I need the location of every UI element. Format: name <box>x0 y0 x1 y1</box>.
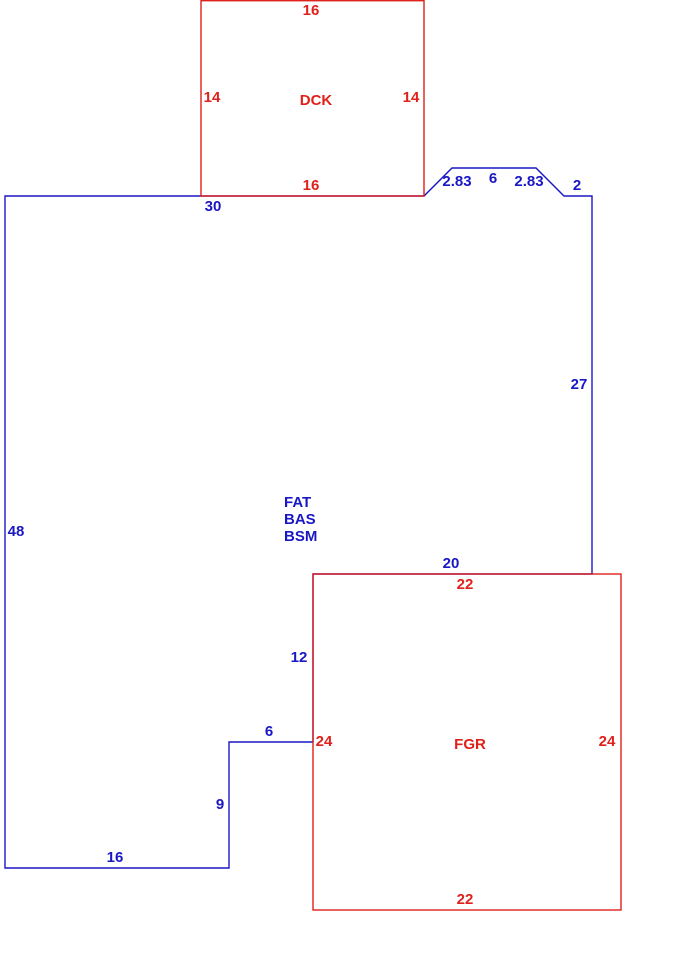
garage-bottom-dimension: 22 <box>457 891 474 908</box>
main-code-bsm: BSM <box>284 528 317 545</box>
deck-bottom-dimension: 16 <box>303 177 320 194</box>
main-top-left-dimension: 30 <box>205 198 222 215</box>
main-bottom-dimension: 16 <box>107 849 124 866</box>
main-bevel-left-dimension: 2.83 <box>442 173 471 190</box>
main-inner-vertical-dimension: 12 <box>291 649 308 666</box>
main-lower-vertical-dimension: 9 <box>216 796 224 813</box>
garage-right-dimension: 24 <box>599 733 616 750</box>
garage-top-dimension: 22 <box>457 576 474 593</box>
deck-left-dimension: 14 <box>204 89 221 106</box>
deck-right-dimension: 14 <box>403 89 420 106</box>
main-code-bas: BAS <box>284 511 316 528</box>
main-right-dimension: 27 <box>571 376 588 393</box>
garage-left-dimension: 24 <box>316 733 333 750</box>
main-top-right-dimension: 2 <box>573 177 581 194</box>
garage-outline <box>312 573 622 911</box>
main-inner-horizontal-dimension: 6 <box>265 723 273 740</box>
garage-code-label: FGR <box>454 736 486 753</box>
main-bottom-right-dimension: 20 <box>443 555 460 572</box>
deck-code-label: DCK <box>300 92 333 109</box>
deck-outline <box>200 0 425 197</box>
main-bevel-right-dimension: 2.83 <box>514 173 543 190</box>
main-left-dimension: 48 <box>8 523 25 540</box>
main-bevel-top-dimension: 6 <box>489 170 497 187</box>
deck-top-dimension: 16 <box>303 2 320 19</box>
main-code-fat: FAT <box>284 494 311 511</box>
